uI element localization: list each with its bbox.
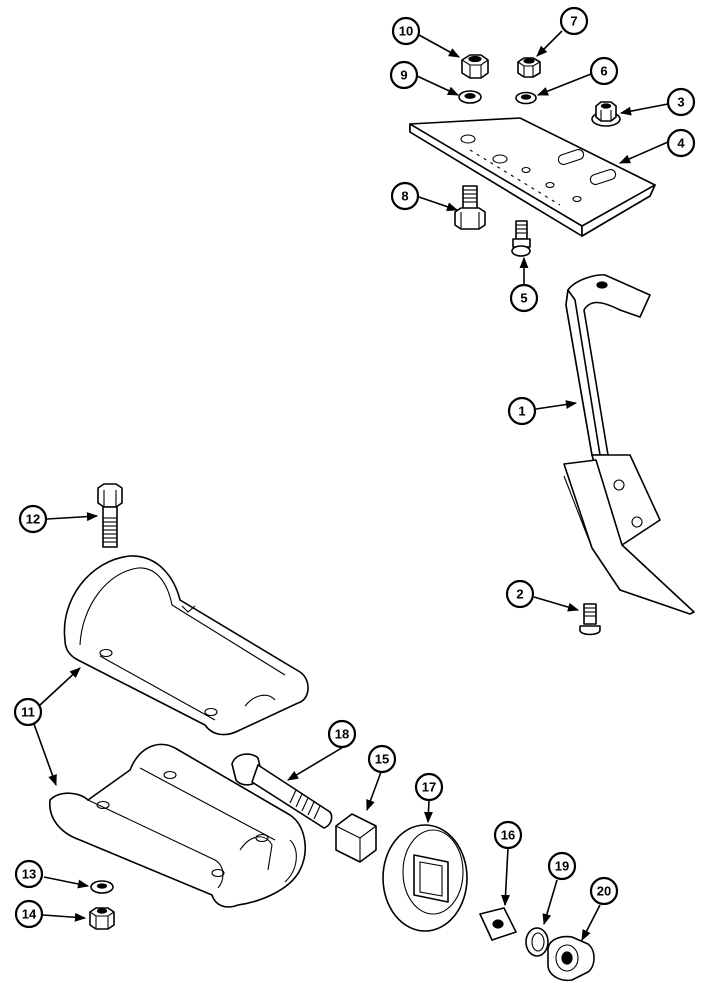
square-bushing-15 (335, 813, 377, 863)
svg-text:20: 20 (597, 884, 611, 899)
svg-text:9: 9 (400, 68, 407, 83)
lock-washer-19 (525, 927, 549, 957)
callout-12: 12 (18, 504, 48, 534)
clamp-upper-half (63, 555, 309, 736)
svg-text:6: 6 (600, 64, 607, 79)
square-washer-16 (479, 907, 517, 941)
callout-19: 19 (547, 851, 577, 881)
lock-washer-6 (515, 91, 537, 105)
flange-nut-3 (591, 101, 621, 127)
svg-text:1: 1 (518, 404, 525, 419)
svg-text:5: 5 (520, 291, 527, 306)
callout-15: 15 (367, 744, 397, 774)
callout-16: 16 (493, 820, 523, 850)
callout-14: 14 (14, 899, 44, 929)
callout-18: 18 (327, 719, 357, 749)
carriage-bolt-5 (511, 220, 531, 257)
svg-text:17: 17 (422, 780, 436, 795)
point-bolt-2 (579, 603, 601, 636)
callout-6: 6 (589, 56, 619, 86)
svg-text:15: 15 (375, 752, 389, 767)
callout-9: 9 (389, 60, 419, 90)
svg-text:10: 10 (399, 24, 413, 39)
svg-text:4: 4 (677, 136, 685, 151)
callout-5: 5 (509, 283, 539, 313)
callout-11: 11 (13, 697, 43, 727)
callout-2: 2 (505, 579, 535, 609)
svg-text:2: 2 (516, 587, 523, 602)
callout-10: 10 (391, 16, 421, 46)
callout-8: 8 (390, 181, 420, 211)
svg-text:7: 7 (570, 14, 577, 29)
callout-17: 17 (414, 772, 444, 802)
hex-bolt-12 (97, 483, 123, 548)
svg-text:8: 8 (401, 189, 408, 204)
disc-17 (382, 824, 468, 932)
callout-3: 3 (666, 87, 696, 117)
mounting-plate (409, 117, 656, 237)
svg-text:3: 3 (677, 95, 684, 110)
svg-text:13: 13 (22, 867, 36, 882)
nut-large-10 (461, 54, 489, 79)
hex-bolt-18 (231, 753, 333, 829)
callout-7: 7 (559, 6, 589, 36)
svg-text:19: 19 (555, 859, 569, 874)
svg-text:14: 14 (22, 907, 37, 922)
hex-bolt-8 (454, 185, 486, 230)
svg-text:16: 16 (501, 828, 515, 843)
callout-20: 20 (589, 876, 619, 906)
lock-washer-9 (458, 90, 482, 104)
svg-text:12: 12 (26, 512, 40, 527)
nut-small-7 (517, 57, 541, 78)
nut-14 (89, 907, 115, 930)
callout-1: 1 (507, 396, 537, 426)
callout-4: 4 (666, 128, 696, 158)
clamp-lower-half (49, 743, 306, 908)
nut-20 (547, 935, 595, 982)
svg-text:11: 11 (21, 705, 35, 720)
callout-13: 13 (14, 859, 44, 889)
svg-text:18: 18 (335, 727, 349, 742)
leader-lines (33, 30, 669, 941)
tine-shank (563, 274, 695, 615)
lock-washer-13 (90, 880, 114, 894)
